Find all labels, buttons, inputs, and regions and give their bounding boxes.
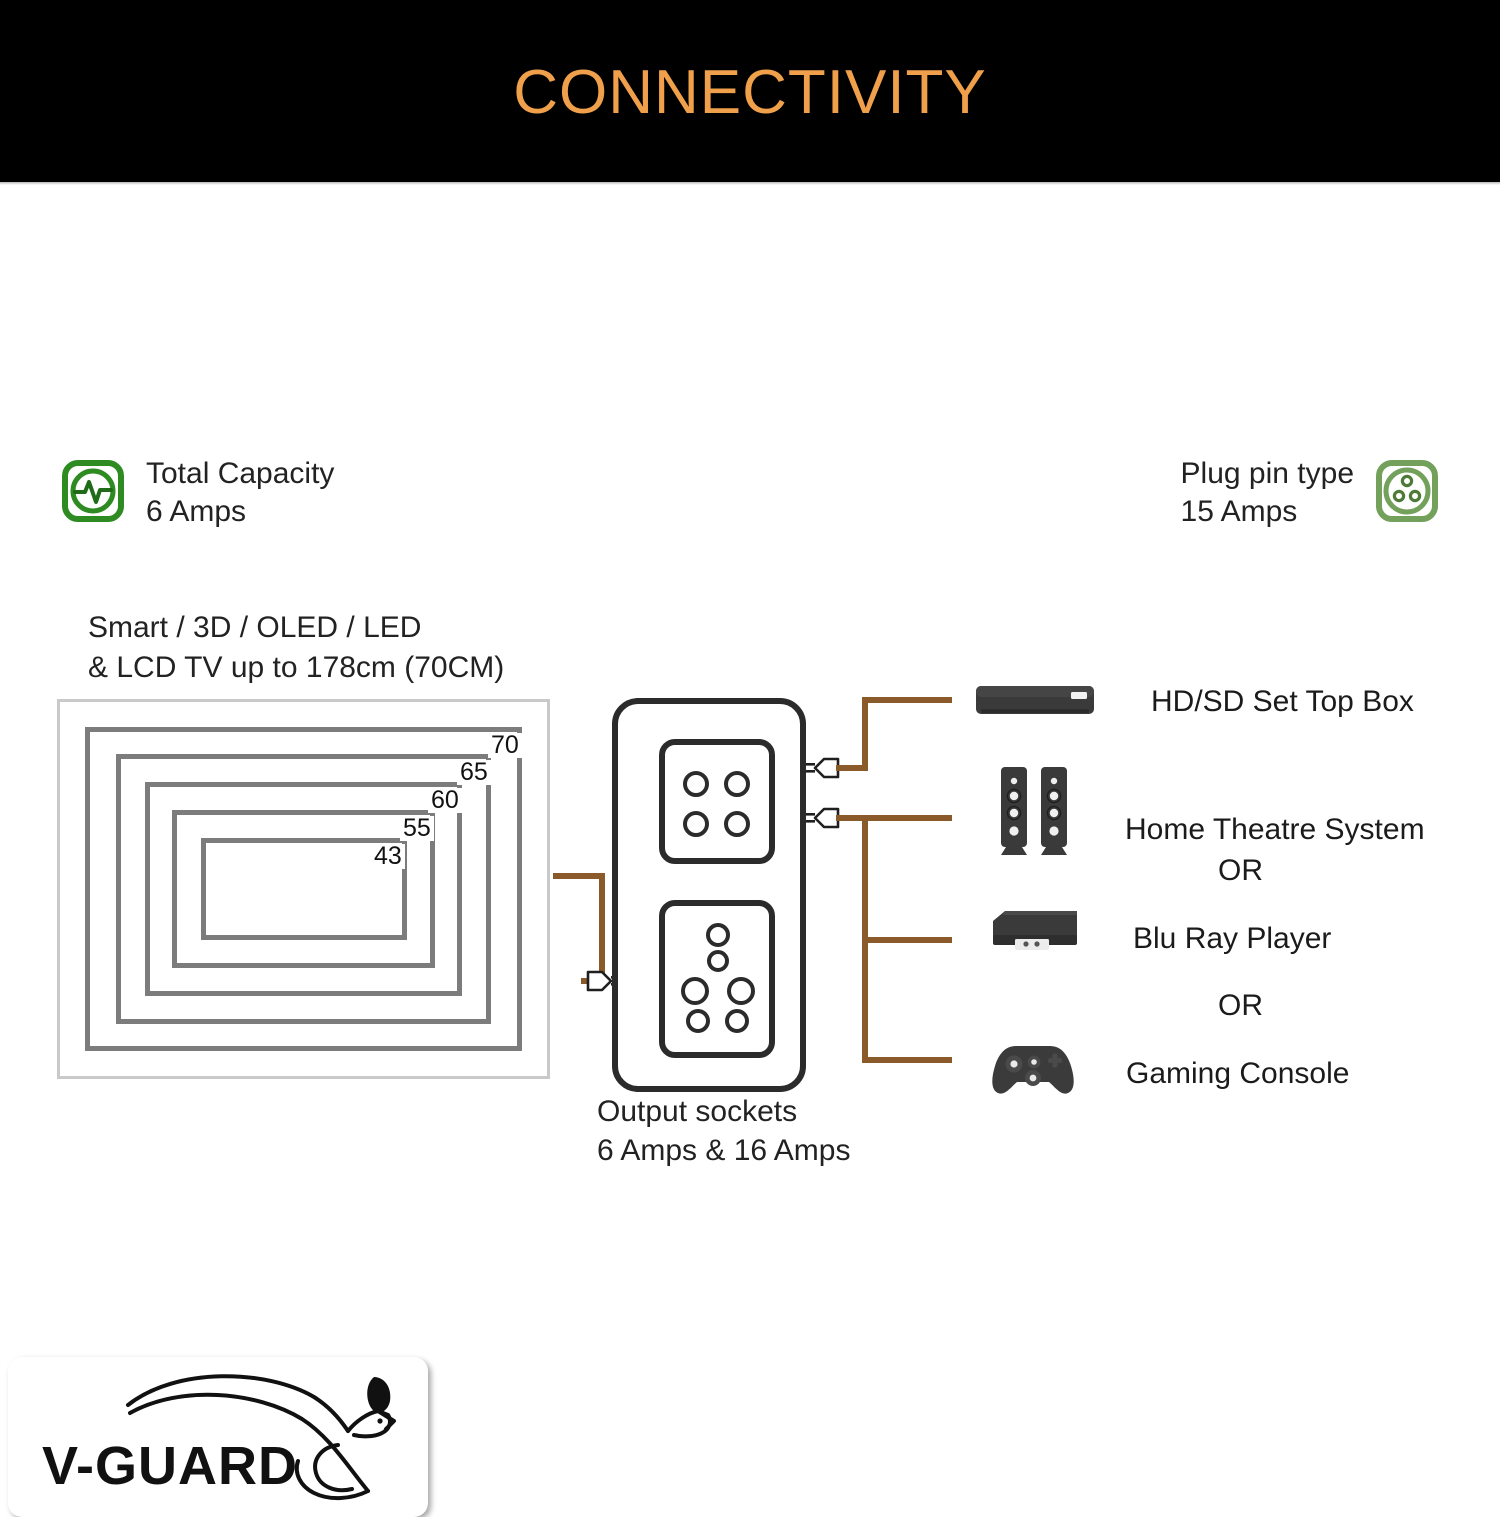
tv-ring-43 [201,838,407,940]
socket-face-16a[interactable] [659,900,775,1058]
wire-tv-horizontal [553,873,605,879]
device-row-set-top-box: HD/SD Set Top Box [975,678,1414,725]
or-separator-1: OR [1218,854,1263,887]
tv-ring-65 [116,754,491,1024]
pin-hole [706,923,730,947]
tv-ring-55 [172,810,435,968]
header-bar: CONNECTIVITY [0,0,1500,182]
pin-hole [724,771,750,797]
spec-plug-text: Plug pin type 15 Amps [1181,455,1354,532]
tv-size-label-60: 60 [428,788,462,813]
speaker-towers-icon [997,763,1071,864]
socket-panel-caption: Output sockets 6 Amps & 16 Amps [597,1092,850,1170]
tv-caption-line1: Smart / 3D / OLED / LED [88,611,422,644]
pin-hole [727,977,755,1005]
pin-hole [681,977,709,1005]
brand-logo-card: V-GUARD [8,1357,428,1517]
pin-hole [707,950,729,972]
wire-settopbox-v [862,697,868,771]
spec-capacity-line1: Total Capacity [146,457,335,490]
device-label-home-theatre: Home Theatre System [1125,812,1425,846]
tv-caption-line2: & LCD TV up to 178cm (70CM) [88,650,505,684]
wire-settopbox-h2 [862,697,952,703]
pin-hole [683,771,709,797]
spec-capacity-line2: 6 Amps [146,495,247,529]
device-label-blu-ray: Blu Ray Player [1133,921,1332,955]
tv-ring-70 [85,727,522,1051]
wire-tv-vertical [599,873,605,984]
pin-hole [724,811,750,837]
spec-plug-line1: Plug pin type [1180,457,1354,490]
header-divider [0,182,1500,185]
socket-caption-line2: 6 Amps & 16 Amps [597,1134,851,1167]
device-row-home-theatre: Home Theatre System [997,763,1425,864]
device-row-blu-ray: Blu Ray Player [985,905,1331,966]
page-title: CONNECTIVITY [513,58,987,127]
plug-settopbox-icon [806,755,840,781]
spec-plug-pin-type: Plug pin type 15 Amps [1181,455,1438,532]
tv-size-label-43: 43 [371,844,405,869]
game-controller-icon [988,1038,1078,1103]
tv-size-label-55: 55 [400,816,434,841]
or-separator-2: OR [1218,989,1263,1022]
socket-panel[interactable] [612,698,806,1092]
pulse-circle-icon [62,459,124,527]
socket-caption-line1: Output sockets [597,1095,798,1128]
pin-hole [725,1009,749,1033]
device-label-gaming-console: Gaming Console [1126,1056,1350,1090]
device-row-gaming-console: Gaming Console [988,1038,1349,1103]
brand-wordmark: V-GUARD [42,1436,299,1496]
pin-hole [686,1009,710,1033]
set-top-box-icon [975,678,1095,725]
wire-branch-bluray [862,937,952,943]
spec-total-capacity: Total Capacity 6 Amps [62,455,334,532]
spec-total-capacity-text: Total Capacity 6 Amps [146,455,334,532]
wire-bus-entry [836,815,952,821]
pin-hole [683,811,709,837]
tv-size-label-65: 65 [457,760,491,785]
tv-ring-60 [145,782,462,996]
tv-size-label-70: 70 [488,733,522,758]
device-label-set-top-box: HD/SD Set Top Box [1151,684,1414,718]
wire-branch-console [862,1057,952,1063]
wire-settopbox-h1 [836,765,868,771]
tv-caption: Smart / 3D / OLED / LED & LCD TV up to 1… [88,608,504,688]
plug-av-devices-icon [806,805,840,831]
spec-plug-line2: 15 Amps [1180,495,1298,529]
tv-size-diagram: 70 65 60 55 43 [57,699,550,1079]
socket-face-6a[interactable] [659,739,775,864]
blu-ray-player-icon [985,905,1085,966]
three-pin-socket-icon [1376,459,1438,527]
